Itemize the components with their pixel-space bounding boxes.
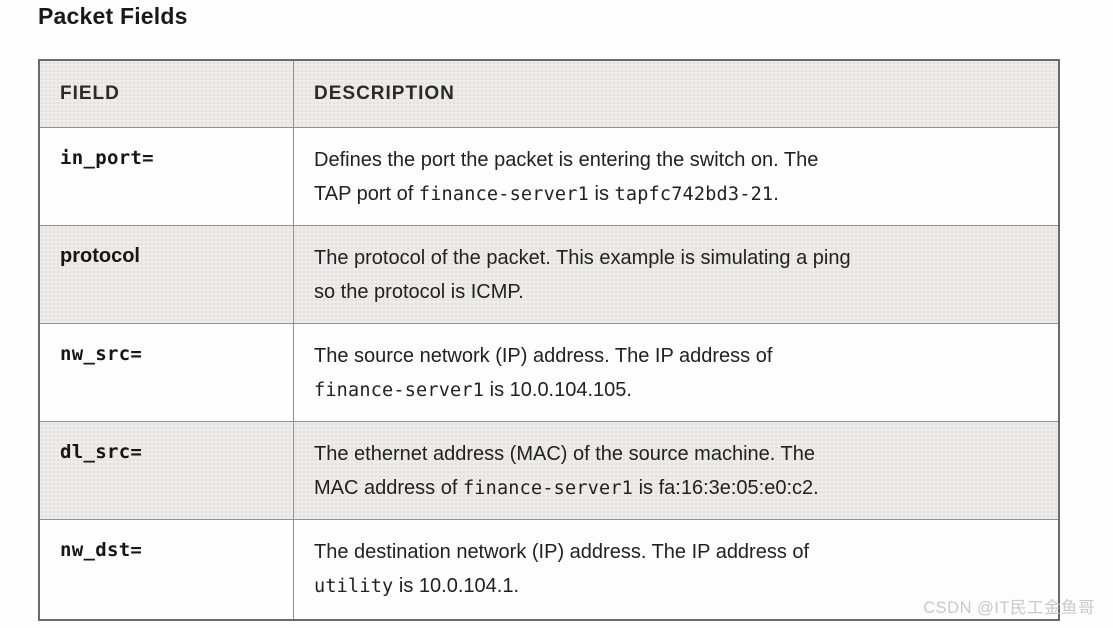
table-header-row: FIELD DESCRIPTION: [40, 61, 1058, 128]
packet-fields-table: FIELD DESCRIPTION in_port= Defines the po…: [38, 59, 1060, 621]
inline-code: utility: [314, 576, 394, 597]
description-cell: The protocol of the packet. This example…: [293, 226, 1058, 323]
description-text: The source network (IP) address. The IP …: [314, 345, 773, 367]
table-row: nw_src= The source network (IP) address. …: [40, 324, 1058, 422]
description-text: The protocol of the packet. This example…: [314, 247, 851, 269]
description-text: so the protocol is ICMP.: [314, 281, 524, 303]
description-text: Defines the port the packet is entering …: [314, 149, 819, 171]
description-text: is 10.0.104.1.: [393, 575, 520, 597]
column-header-field: FIELD: [60, 83, 120, 104]
description-text: is: [588, 183, 615, 205]
table-body: in_port= Defines the port the packet is e…: [40, 128, 1058, 619]
table-row: protocol The protocol of the packet. This…: [40, 226, 1058, 324]
description-text: TAP port of: [314, 183, 419, 205]
table-row: dl_src= The ethernet address (MAC) of the…: [40, 422, 1058, 520]
column-header-description: DESCRIPTION: [293, 61, 1058, 127]
inline-code: finance-server1: [314, 380, 485, 401]
description-cell: The source network (IP) address. The IP …: [293, 324, 1058, 421]
table-row: in_port= Defines the port the packet is e…: [40, 128, 1058, 226]
watermark: CSDN @IT民工金鱼哥: [923, 599, 1095, 617]
inline-code: finance-server1: [418, 184, 589, 205]
field-cell: in_port=: [60, 147, 154, 169]
description-text: is 10.0.104.105.: [484, 379, 632, 401]
field-cell: protocol: [40, 226, 293, 323]
inline-code: finance-server1: [462, 478, 634, 499]
field-cell: nw_src=: [60, 343, 143, 365]
table-row: nw_dst= The destination network (IP) addr…: [40, 520, 1058, 619]
description-cell: The destination network (IP) address. Th…: [293, 520, 1058, 619]
inline-code: tapfc742bd3-21: [614, 184, 774, 205]
description-text: is fa:16:3e:05:e0:c2.: [633, 477, 819, 499]
description-cell: Defines the port the packet is entering …: [293, 128, 1058, 225]
page-title: Packet Fields: [38, 3, 188, 29]
description-cell: The ethernet address (MAC) of the source…: [293, 422, 1058, 519]
description-text: MAC address of: [314, 477, 463, 499]
description-text: .: [773, 183, 779, 205]
field-cell: dl_src=: [40, 422, 293, 519]
description-text: The ethernet address (MAC) of the source…: [314, 443, 815, 465]
field-cell: nw_dst=: [60, 539, 143, 561]
description-text: The destination network (IP) address. Th…: [314, 541, 810, 563]
